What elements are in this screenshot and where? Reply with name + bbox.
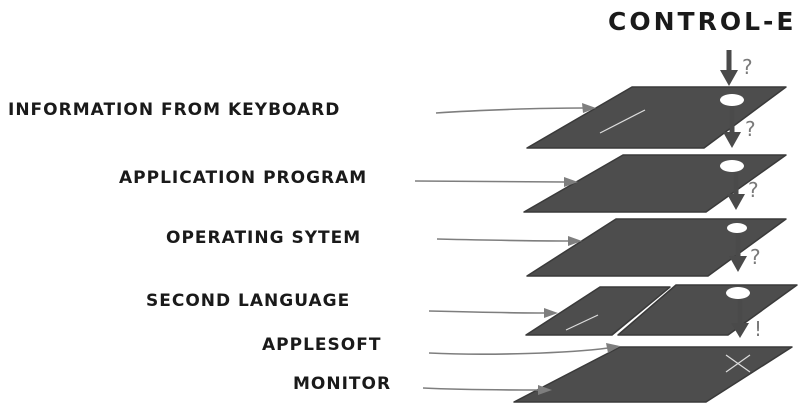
label-application-program: APPLICATION PROGRAM [119,168,367,188]
layer-second-language [525,284,798,336]
layer-operating-system [526,218,787,277]
label-applesoft: APPLESOFT [262,335,381,355]
pointer-application-program [414,180,566,183]
pointer-applesoft [428,347,609,355]
layer-application-program [523,154,787,213]
layer-marker-4: ! [754,317,762,341]
entry-arrow-head [720,70,738,86]
pointer-monitor [422,387,541,391]
layer-marker-1: ? [745,117,756,141]
pointer-keyboard [435,107,584,114]
layer-hole [726,287,750,299]
layer-marker-3: ? [750,245,761,269]
label-monitor: MONITOR [293,374,391,394]
layer-monitor [513,346,793,403]
label-keyboard: INFORMATION FROM KEYBOARD [8,100,340,120]
layer-marker-0: ? [742,55,753,79]
layer-hole [720,94,744,106]
label-operating-system: OPERATING SYTEM [166,228,361,248]
pointer-second-language [428,310,547,314]
layer-hole [727,223,747,233]
diagram-title: CONTROL-E [608,7,796,36]
layer-hole [720,160,744,172]
layer-keyboard [526,86,787,149]
pointer-operating-system [436,238,570,242]
layer-marker-2: ? [748,178,759,202]
label-second-language: SECOND LANGUAGE [146,291,350,311]
